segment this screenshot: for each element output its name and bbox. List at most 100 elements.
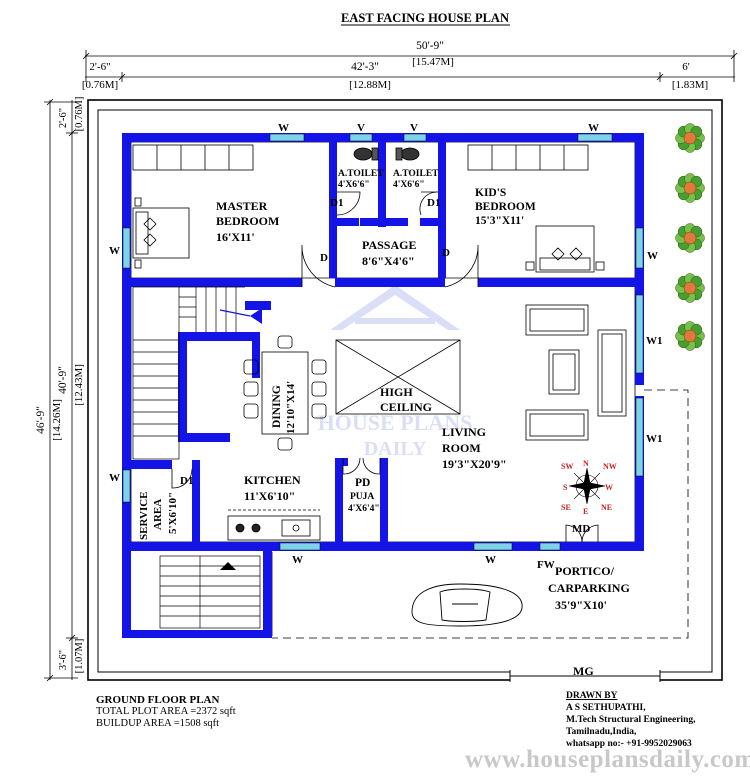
kids-bedroom-name2: BEDROOM — [475, 201, 536, 213]
dim-top-total-m: [15.47M] — [412, 56, 454, 68]
staircase-lower — [159, 555, 261, 629]
dining-table — [243, 335, 327, 451]
master-bedroom-size: 16'X11' — [216, 230, 255, 244]
door-d1-label: D1 — [330, 197, 343, 209]
compass-s: S — [563, 483, 568, 492]
compass-labels: N S E W NW SW NE SE — [561, 459, 617, 516]
dim-top-left-m: [0.76M] — [82, 79, 118, 91]
master-bedroom-name2: BEDROOM — [216, 214, 279, 228]
door-d1-label: D1 — [427, 197, 440, 209]
dim-top-mid-ft: 42'-3" — [351, 61, 379, 73]
watermark-line2: DAILY — [364, 438, 427, 460]
plants — [675, 123, 705, 351]
window-w1-label: W1 — [646, 335, 663, 347]
wc-fixtures — [353, 147, 420, 161]
door-swings — [171, 191, 599, 543]
dining-name: DINING — [271, 385, 283, 428]
service-area-size: 5'X6'10" — [167, 492, 179, 534]
top-dimension-lines — [82, 50, 738, 82]
ventilator-label: V — [357, 122, 365, 134]
buildup-area: BUILDUP AREA =1508 sqft — [96, 718, 220, 729]
main-door-label: MD — [572, 523, 590, 535]
door-d1-label: D1 — [180, 475, 193, 487]
toilet1-size: 4'X6'6" — [338, 180, 370, 190]
window-label: W — [292, 554, 303, 566]
kids-bedroom-name1: KID'S — [475, 187, 506, 199]
bed-kids — [525, 225, 605, 273]
plan-title: EAST FACING HOUSE PLAN — [341, 11, 509, 25]
service-area-name2: AREA — [152, 499, 164, 530]
high-ceiling-cutout — [335, 339, 461, 415]
windows — [122, 133, 644, 551]
high-ceiling-line2: CEILING — [380, 400, 432, 414]
toilet2-name: A.TOILET — [393, 169, 439, 179]
door-label: D — [442, 247, 450, 259]
passage-size: 8'6"X4'6" — [362, 254, 415, 268]
compass-ne: NE — [601, 503, 612, 512]
living-sofas — [525, 304, 627, 441]
service-area-name1: SERVICE — [138, 491, 150, 540]
plant-icon — [675, 223, 705, 253]
portico-name1: PORTICO/ — [555, 564, 615, 578]
window-label: W — [109, 245, 120, 257]
puja-size: 4'X6'4" — [348, 504, 380, 514]
dining-size: 12'10"X14' — [285, 381, 297, 434]
window-label: W — [647, 250, 658, 262]
dim-top-total-ft: 50'-9" — [416, 40, 444, 52]
dim-top-left-ft: 2'-6" — [89, 61, 110, 73]
dim-left-total-m: [14.26M] — [51, 399, 63, 441]
compass-rose — [568, 467, 606, 505]
dim-left-mid-ft: 40'-9" — [57, 366, 69, 394]
drawn-by-name: A S SETHUPATHI, — [566, 703, 646, 713]
compass-nw: NW — [603, 462, 617, 471]
kitchen-size: 11'X6'10" — [244, 489, 295, 503]
passage-name: PASSAGE — [362, 238, 416, 252]
door-label: D — [320, 252, 328, 264]
dim-left-top-m: [0.76M] — [74, 97, 85, 132]
compass-sw: SW — [561, 462, 573, 471]
compass-n: N — [583, 459, 589, 468]
french-window-label: FW — [537, 559, 555, 571]
dim-top-right-m: [1.83M] — [672, 79, 708, 91]
high-ceiling-line1: HIGH — [380, 385, 413, 399]
portico-size: 35'9"X10' — [555, 598, 607, 612]
main-gate-label: MG — [573, 664, 594, 678]
left-dimension-lines — [44, 98, 78, 682]
drawn-by-heading: DRAWN BY — [566, 691, 618, 701]
plant-icon — [675, 273, 705, 303]
drawn-by-qualification: M.Tech Structural Engineering, — [566, 715, 696, 725]
compass-e: E — [583, 507, 588, 516]
kitchen-counter — [227, 509, 321, 541]
dim-left-bot-m: [1.07M] — [74, 639, 85, 674]
dim-top-right-ft: 6' — [682, 61, 690, 73]
dim-left-mid-m: [12.43M] — [73, 364, 85, 406]
drawn-by-contact: whatsapp no:- +91-9952029063 — [566, 739, 692, 749]
drawn-by-location: Tamilnadu,India, — [566, 727, 637, 737]
dim-left-bot-ft: 3'-6" — [58, 650, 69, 670]
kids-bedroom-size: 15'3"X11' — [475, 215, 524, 227]
plant-icon — [675, 321, 705, 351]
compass-se: SE — [561, 503, 571, 512]
window-label: W — [278, 122, 289, 134]
staircase — [132, 286, 262, 460]
wardrobes — [132, 144, 589, 171]
bed-master — [132, 197, 190, 269]
total-plot-area: TOTAL PLOT AREA =2372 sqft — [96, 706, 236, 717]
toilet2-size: 4'X6'6" — [393, 180, 425, 190]
window-w1-label: W1 — [646, 433, 663, 445]
window-label: W — [485, 554, 496, 566]
dim-left-total-ft: 46'-9" — [35, 406, 47, 434]
window-label: W — [109, 472, 120, 484]
ventilator-label: V — [410, 122, 418, 134]
portico-boundary — [272, 389, 689, 639]
plant-icon — [675, 123, 705, 153]
master-bedroom-name1: MASTER — [216, 199, 268, 213]
dim-top-mid-m: [12.88M] — [349, 79, 391, 91]
car-icon — [411, 583, 523, 627]
compass-w: W — [605, 483, 613, 492]
kitchen-name: KITCHEN — [244, 473, 301, 487]
living-room-size: 19'3"X20'9" — [442, 457, 507, 471]
plant-icon — [675, 173, 705, 203]
puja-door-label: PD — [355, 477, 370, 489]
